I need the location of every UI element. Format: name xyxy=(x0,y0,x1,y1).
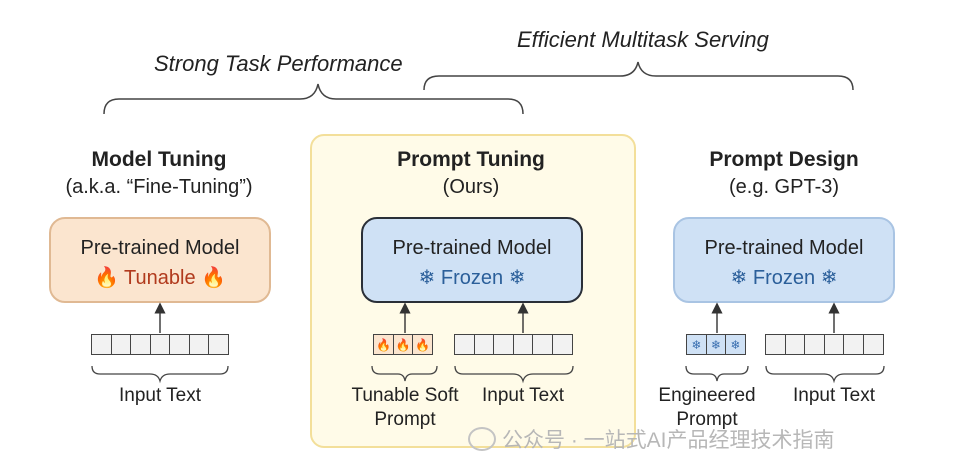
prompt-design-input-tokens xyxy=(765,334,884,355)
token xyxy=(91,334,112,355)
model-label: Pre-trained Model xyxy=(392,237,552,259)
token xyxy=(110,334,132,355)
prompt-tuning-input-tokens xyxy=(454,334,573,355)
model-status: 🔥 Tunable 🔥 xyxy=(51,263,269,293)
model-tuning-input-brace xyxy=(91,365,229,384)
watermark-text: 公众号 · 一站式AI产品经理技术指南 xyxy=(502,429,835,452)
prompt-tuning-soft-prompt-label-line1: Tunable Soft xyxy=(351,385,459,406)
token xyxy=(493,334,514,355)
prompt-tuning-title: Prompt Tuning xyxy=(397,148,545,171)
snowflake-icon: ❄ xyxy=(686,334,707,355)
token xyxy=(532,334,553,355)
watermark: 公众号 · 一站式AI产品经理技术指南 xyxy=(468,424,835,454)
prompt-design-input-brace xyxy=(765,365,885,384)
token xyxy=(473,334,495,355)
prompt-design-title: Prompt Design xyxy=(709,148,859,171)
model-label: Pre-trained Model xyxy=(704,237,864,259)
fire-icon: 🔥 xyxy=(392,334,414,355)
model-status: ❄ Frozen ❄ xyxy=(363,263,581,293)
token xyxy=(765,334,786,355)
token xyxy=(843,334,864,355)
token xyxy=(188,334,210,355)
model-tuning-input-tokens xyxy=(91,334,229,355)
status-text: Frozen xyxy=(440,267,504,289)
prompt-design-input-label: Input Text xyxy=(792,385,876,406)
token xyxy=(784,334,806,355)
prompt-tuning-soft-brace xyxy=(371,365,438,382)
prompt-tuning-input-brace xyxy=(454,365,574,384)
model-status: ❄ Frozen ❄ xyxy=(675,263,893,293)
model-tuning-title: Model Tuning xyxy=(91,148,227,171)
prompt-tuning-pretrained-model: Pre-trained Model ❄ Frozen ❄ xyxy=(361,217,583,303)
fire-icon: 🔥 xyxy=(201,267,227,289)
strong-task-brace xyxy=(103,83,524,115)
token xyxy=(169,334,190,355)
prompt-design-prompt-label-line1: Engineered xyxy=(658,385,756,406)
snowflake-icon: ❄ xyxy=(820,267,838,289)
token xyxy=(149,334,171,355)
prompt-tuning-subtitle: (Ours) xyxy=(442,176,500,198)
fire-icon: 🔥 xyxy=(412,334,433,355)
strong-task-performance-label: Strong Task Performance xyxy=(154,51,403,76)
prompt-tuning-soft-prompt-tokens: 🔥 🔥 🔥 xyxy=(373,334,433,355)
prompt-tuning-soft-prompt-label-line2: Prompt xyxy=(374,409,436,430)
token xyxy=(454,334,475,355)
token xyxy=(208,334,229,355)
prompt-design-prompt-tokens: ❄ ❄ ❄ xyxy=(686,334,746,355)
prompt-design-prompt-brace xyxy=(685,365,749,382)
token xyxy=(804,334,825,355)
snowflake-icon: ❄ xyxy=(705,334,727,355)
fire-icon: 🔥 xyxy=(373,334,394,355)
token xyxy=(512,334,534,355)
model-tuning-subtitle: (a.k.a. “Fine-Tuning”) xyxy=(65,176,253,198)
snowflake-icon: ❄ xyxy=(508,267,526,289)
model-tuning-input-label: Input Text xyxy=(118,385,202,406)
prompt-design-prompt-label-line2: Prompt xyxy=(676,409,738,430)
snowflake-icon: ❄ xyxy=(418,267,436,289)
fire-icon: 🔥 xyxy=(93,267,119,289)
model-tuning-pretrained-model: Pre-trained Model 🔥 Tunable 🔥 xyxy=(49,217,271,303)
model-label: Pre-trained Model xyxy=(80,237,240,259)
efficient-multitask-serving-label: Efficient Multitask Serving xyxy=(517,27,769,52)
token xyxy=(862,334,884,355)
prompt-tuning-input-label: Input Text xyxy=(481,385,565,406)
snowflake-icon: ❄ xyxy=(725,334,746,355)
snowflake-icon: ❄ xyxy=(730,267,748,289)
chat-bubble-icon xyxy=(468,427,496,451)
status-text: Frozen xyxy=(752,267,816,289)
prompt-design-pretrained-model: Pre-trained Model ❄ Frozen ❄ xyxy=(673,217,895,303)
efficient-serving-brace xyxy=(423,61,854,91)
token xyxy=(551,334,573,355)
token xyxy=(130,334,151,355)
token xyxy=(823,334,845,355)
status-text: Tunable xyxy=(124,267,196,289)
prompt-design-subtitle: (e.g. GPT-3) xyxy=(728,176,840,198)
